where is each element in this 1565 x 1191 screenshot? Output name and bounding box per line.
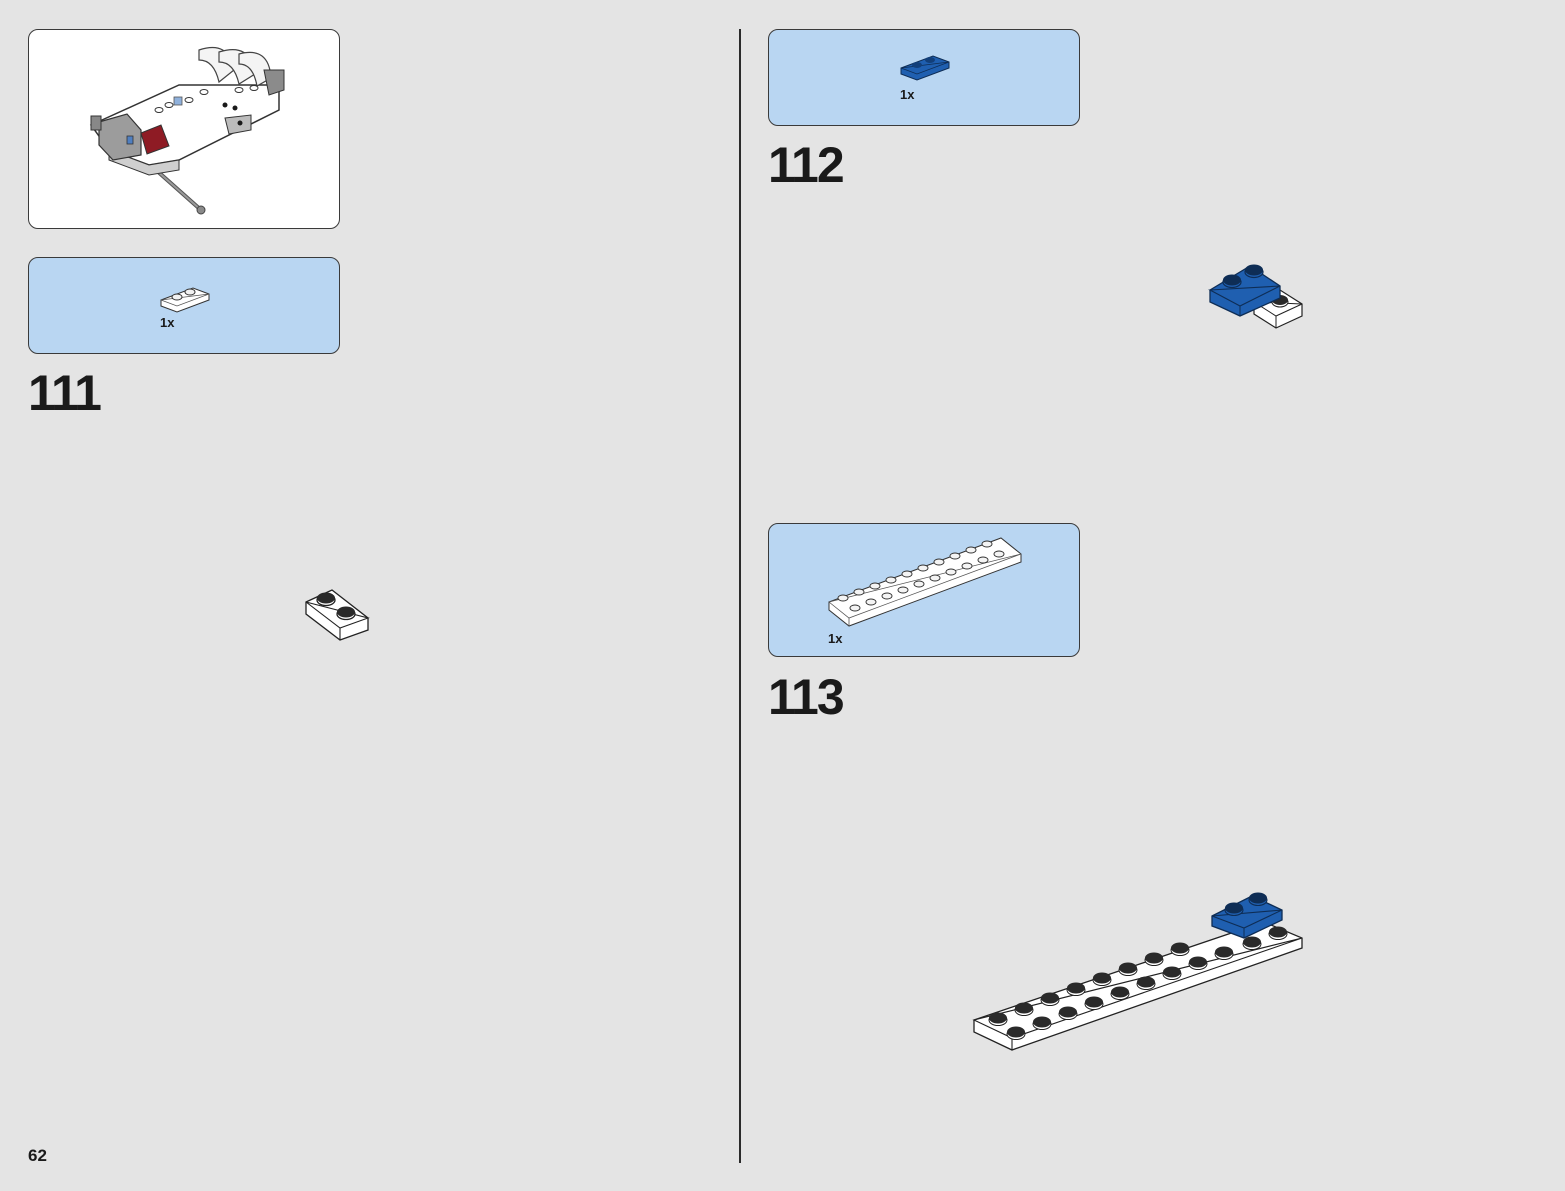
white-plate-1x2-image xyxy=(305,589,370,641)
part-quantity: 1x xyxy=(900,87,915,102)
step-number-113: 113 xyxy=(768,669,845,725)
white-plate-1x2-icon xyxy=(160,287,210,313)
parts-callout-step-111: 1x xyxy=(28,257,340,354)
page-divider xyxy=(739,29,741,1163)
step-number-111: 111 xyxy=(28,365,102,421)
white-plate-2x10-icon xyxy=(828,537,1022,627)
submodel-preview-panel xyxy=(28,29,340,229)
long-plate-assembly-image xyxy=(972,892,1303,1051)
blue-plate-1x2-icon xyxy=(900,55,950,81)
part-quantity: 1x xyxy=(828,631,843,646)
parts-callout-step-112: 1x xyxy=(768,29,1080,126)
step-number-112: 112 xyxy=(768,137,845,193)
page-number: 62 xyxy=(28,1146,47,1165)
part-quantity: 1x xyxy=(160,315,175,330)
parts-callout-step-113: 1x xyxy=(768,523,1080,657)
blue-on-white-plate-image xyxy=(1208,264,1303,329)
vehicle-assembly-image xyxy=(89,46,285,215)
